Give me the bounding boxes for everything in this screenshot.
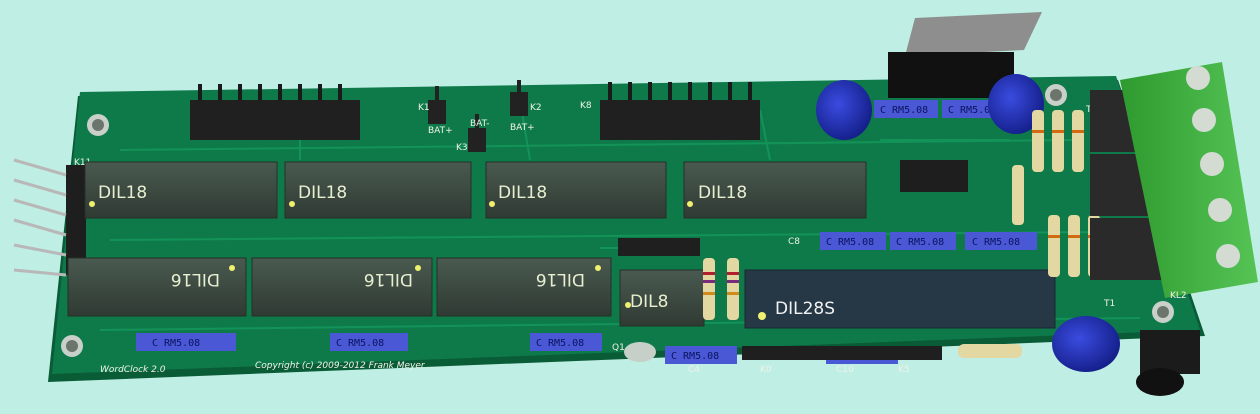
pin-header-left	[190, 84, 360, 140]
label-k1: K1	[418, 103, 430, 113]
project-label: WordClock 2.0	[100, 365, 166, 375]
pin-header-top-right	[900, 160, 968, 192]
terminal-block-kl2	[1120, 62, 1258, 298]
cap-bottom-1-label: C RM5.08	[152, 338, 200, 349]
label-bat-plus-2: BAT+	[510, 123, 535, 133]
chip-dil8-label: DIL8	[630, 292, 668, 312]
cap-bottom-4-label: C RM5.08	[671, 351, 719, 362]
chip-dil16-2: DIL16	[251, 257, 433, 317]
chip-dil16-1: DIL16	[67, 257, 247, 317]
label-c8: C8	[788, 237, 800, 247]
cap-mid-2-label: C RM5.08	[896, 237, 944, 248]
jumper-k1	[428, 86, 446, 124]
chip-dil18-2-label: DIL18	[298, 183, 347, 203]
electrolytic-capacitors	[816, 74, 1120, 372]
chip-dil8: DIL8	[619, 269, 705, 327]
chip-dil28s: DIL28S	[744, 269, 1056, 329]
cap-top-1-label: C RM5.08	[880, 105, 928, 116]
label-c10: C10	[836, 365, 854, 375]
label-k11: K11	[74, 158, 91, 168]
chip-dil28s-label: DIL28S	[775, 299, 835, 319]
label-k0: K0	[760, 365, 772, 375]
chip-dil18-2: DIL18	[284, 161, 472, 219]
voltage-regulator	[888, 12, 1042, 98]
chip-dil18-1: DIL18	[84, 161, 278, 219]
pin-header-bottom	[742, 346, 942, 360]
pin-header-middle	[618, 238, 700, 256]
chip-dil16-1-label: DIL16	[171, 269, 220, 289]
label-kl2: KL2	[1170, 291, 1187, 301]
cap-bottom-3-label: C RM5.08	[536, 338, 584, 349]
resistors-center	[703, 258, 739, 320]
label-k2: K2	[530, 103, 542, 113]
label-q1: Q1	[612, 343, 625, 353]
chip-dil16-3: DIL16	[436, 257, 612, 317]
label-k8: K8	[580, 101, 592, 111]
chip-dil18-3-label: DIL18	[498, 183, 547, 203]
copyright-label: Copyright (c) 2009-2012 Frank Meyer	[255, 361, 426, 371]
crystal-q1	[624, 342, 656, 362]
chip-dil18-1-label: DIL18	[98, 183, 147, 203]
cap-mid-3-label: C RM5.08	[972, 237, 1020, 248]
chip-dil18-4: DIL18	[683, 161, 867, 219]
pin-header-k8	[600, 82, 760, 140]
resistor-bottom	[958, 344, 1022, 358]
cap-mid-1-label: C RM5.08	[826, 237, 874, 248]
label-bat-minus: BAT-	[470, 119, 490, 129]
label-k5: K5	[898, 365, 910, 375]
label-k3: K3	[456, 143, 468, 153]
mounting-holes	[61, 84, 1174, 357]
pin-header-k11	[13, 158, 86, 277]
chip-dil18-3: DIL18	[485, 161, 667, 219]
jumper-k2	[510, 80, 528, 116]
transistor-t1	[1136, 330, 1200, 396]
chip-dil18-4-label: DIL18	[698, 183, 747, 203]
label-bat-plus-1: BAT+	[428, 126, 453, 136]
cap-top-2-label: C RM5.08	[948, 105, 996, 116]
cap-bottom-2-label: C RM5.08	[336, 338, 384, 349]
chip-dil16-2-label: DIL16	[364, 269, 413, 289]
jumper-k3	[468, 114, 486, 152]
chip-dil16-3-label: DIL16	[536, 269, 585, 289]
label-t1: T1	[1103, 299, 1115, 309]
capacitors-mid: C RM5.08 C RM5.08 C RM5.08	[820, 232, 1037, 250]
label-c4: C4	[688, 365, 700, 375]
